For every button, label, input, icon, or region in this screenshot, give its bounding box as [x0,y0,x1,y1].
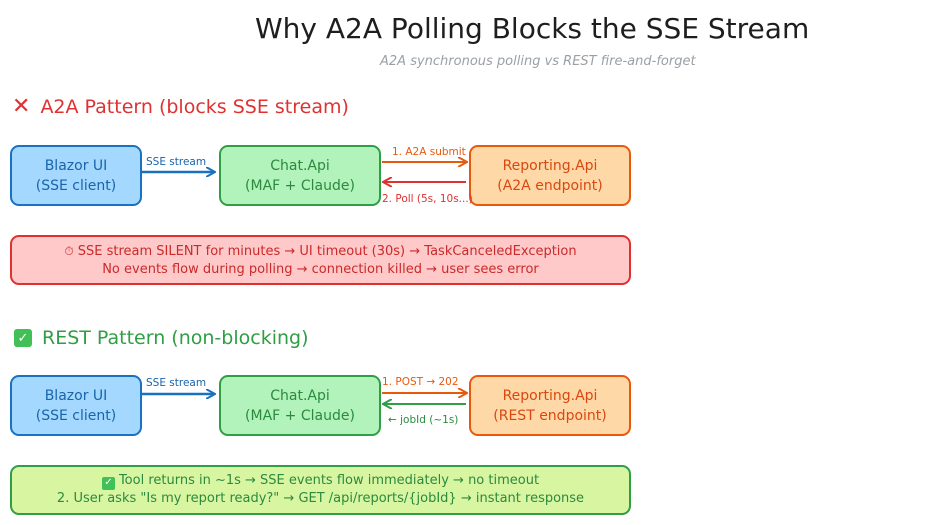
diagram-title: Why A2A Polling Blocks the SSE Stream [255,12,810,45]
a2a-blazor-subtitle: (SSE client) [35,177,117,194]
rest-success-line1-wrap: ✓Tool returns in ~1s → SSE events flow i… [101,472,540,490]
rest-reporting-subtitle: (REST endpoint) [493,407,607,424]
a2a-sse-label: SSE stream [146,156,207,168]
a2a-chat-title: Chat.Api [270,157,330,174]
a2a-chat-api-box: Chat.Api (MAF + Claude) [219,145,381,206]
rest-blazor-subtitle: (SSE client) [35,407,117,424]
a2a-heading: ✕ A2A Pattern (blocks SSE stream) [12,94,349,119]
diagram-subtitle: A2A synchronous polling vs REST fire-and… [380,54,696,69]
a2a-reporting-title: Reporting.Api [502,157,598,174]
cross-mark-icon: ✕ [12,94,31,119]
rest-reporting-title: Reporting.Api [502,387,598,404]
rest-success-line2: 2. User asks "Is my report ready?" → GET… [56,491,585,506]
a2a-chat-subtitle: (MAF + Claude) [245,177,355,194]
rest-blazor-ui-box: Blazor UI (SSE client) [10,375,142,436]
rest-blazor-title: Blazor UI [44,387,108,404]
rest-success-line1: Tool returns in ~1s → SSE events flow im… [118,473,540,488]
rest-post-label: 1. POST → 202 [382,376,459,388]
check-box-icon: ✓ [14,329,32,347]
rest-reporting-api-box: Reporting.Api (REST endpoint) [469,375,631,436]
rest-sse-label: SSE stream [146,377,207,389]
rest-jobid-label: ← jobId (~1s) [388,414,459,426]
rest-chat-subtitle: (MAF + Claude) [245,407,355,424]
a2a-warning-panel: ⏱SSE stream SILENT for minutes → UI time… [10,235,631,285]
a2a-warning-line1-wrap: ⏱SSE stream SILENT for minutes → UI time… [64,242,576,261]
a2a-blazor-title: Blazor UI [44,157,108,174]
a2a-heading-label: A2A Pattern (blocks SSE stream) [40,96,349,118]
a2a-reporting-subtitle: (A2A endpoint) [497,177,603,194]
rest-heading-label: REST Pattern (non-blocking) [42,327,309,349]
rest-success-panel: ✓Tool returns in ~1s → SSE events flow i… [10,465,631,515]
a2a-submit-label: 1. A2A submit [392,146,466,158]
check-box-small-icon: ✓ [101,476,115,490]
rest-chat-api-box: Chat.Api (MAF + Claude) [219,375,381,436]
a2a-warning-line2: No events flow during polling → connecti… [102,261,539,277]
a2a-warning-line1: SSE stream SILENT for minutes → UI timeo… [77,243,577,259]
rest-chat-title: Chat.Api [270,387,330,404]
a2a-blazor-ui-box: Blazor UI (SSE client) [10,145,142,206]
a2a-reporting-api-box: Reporting.Api (A2A endpoint) [469,145,631,206]
a2a-poll-label: 2. Poll (5s, 10s...) [382,193,473,205]
rest-heading: ✓ REST Pattern (non-blocking) [14,327,309,349]
stopwatch-icon: ⏱ [64,243,74,258]
